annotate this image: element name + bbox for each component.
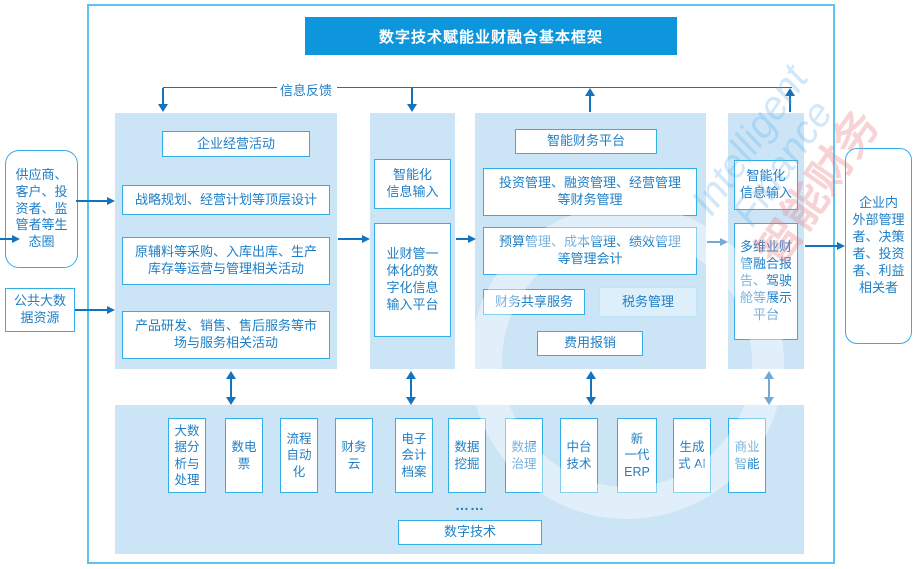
panel-output-display: 智能化 信息输入 多维业财 管融合报 告、驾驶 舱等展示 平台 [728,113,804,369]
feedback-line-left-segment [163,87,278,88]
feedback-label: 信息反馈 [277,80,335,99]
tech-box-middleware: 中台 技术 [560,418,598,493]
outer-frame [87,4,835,564]
tech-box-datamining: 数据 挖掘 [448,418,486,493]
output-platform-box: 多维业财 管融合报 告、驾驶 舱等展示 平台 [734,223,798,340]
tech-box-earchive: 电子 会计 档案 [395,418,433,493]
arrow-output-to-stakeholders [805,242,845,250]
diagram-title: 数字技术赋能业财融合基本框架 [305,17,677,55]
tech-box-einvoice: 数电 票 [225,418,263,493]
tech-box-datagov: 数据 治理 [505,418,543,493]
business-item-market: 产品研发、销售、售后服务等市 场与服务相关活动 [122,311,330,359]
finance-item-accounting: 预算管理、成本管理、绩效管理 等管理会计 [483,227,697,275]
arrow-output-tech [764,371,774,405]
finance-tax-box: 税务管理 [599,287,697,317]
info-input-smart-box: 智能化 信息输入 [374,159,451,209]
panel-info-input: 智能化 信息输入 业财管一 体化的数 字化信息 输入平台 [370,113,455,369]
arrow-business-tech [226,371,236,405]
feedback-arrow-up-finance [585,88,595,112]
arrow-business-to-input [338,235,370,243]
finance-panel-header: 智能财务平台 [515,129,657,154]
tech-box-rpa: 流程 自动 化 [280,418,318,493]
arrow-input-tech [406,371,416,405]
ecosystem-box: 供应商、 客户、投 资者、监 管者等生 态圈 [5,150,78,268]
tech-box-cloud: 财务 云 [335,418,373,493]
business-panel-header: 企业经营活动 [162,131,310,157]
stakeholders-box: 企业内 外部管理 者、决策 者、投资 者、利益 相关者 [845,148,912,344]
panel-digital-technology: 大数 据分 析与 处理 数电 票 流程 自动 化 财务 云 电子 会计 档案 数… [115,405,804,554]
arrow-publicdata-to-business [75,306,115,314]
panel-finance-platform: 智能财务平台 投资管理、融资管理、经营管理 等财务管理 预算管理、成本管理、绩效… [475,113,706,369]
feedback-line-right-segment [337,87,792,88]
arrow-finance-tech [586,371,596,405]
arrow-input-to-finance2 [456,235,476,243]
digital-technology-label: 数字技术 [398,520,542,545]
tech-box-erp: 新 一代 ERP [617,418,657,493]
feedback-arrow-down-input [407,88,417,112]
business-item-strategy: 战略规划、经营计划等顶层设计 [122,185,330,215]
feedback-arrow-down-business [158,88,168,112]
business-item-operations: 原辅料等采购、入库出库、生产 库存等运营与管理相关活动 [122,237,330,285]
tech-box-bi: 商业 智能 [728,418,766,493]
feedback-arrow-up-output [785,88,795,112]
arrow-input-to-finance [0,235,20,243]
info-input-platform-box: 业财管一 体化的数 字化信息 输入平台 [374,223,451,337]
arrow-ecosystem-to-business [76,197,115,205]
panel-business-activities: 企业经营活动 战略规划、经营计划等顶层设计 原辅料等采购、入库出库、生产 库存等… [115,113,337,369]
arrow-finance-to-output [707,238,728,246]
finance-item-management: 投资管理、融资管理、经营管理 等财务管理 [483,168,697,216]
public-data-box: 公共大数 据资源 [5,288,75,332]
tech-ellipsis: …… [455,497,485,513]
finance-shared-service-box: 财务共享服务 [483,289,585,315]
tech-box-bigdata: 大数 据分 析与 处理 [168,418,206,493]
tech-box-genai: 生成 式 AI [673,418,711,493]
finance-expense-box: 费用报销 [537,331,643,356]
output-smart-box: 智能化 信息输入 [734,160,798,210]
